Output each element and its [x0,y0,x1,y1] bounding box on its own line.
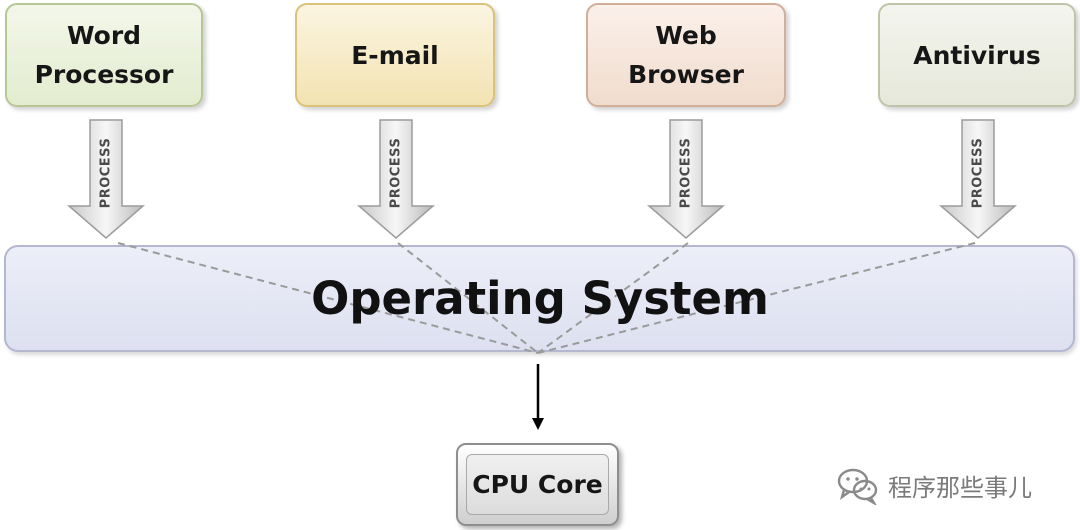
process-arrow-web: PROCESS [645,118,727,240]
dashed-line-word [117,242,539,354]
antivirus-label: Antivirus [913,40,1041,70]
web-browser-box: Web Browser [586,3,786,107]
wechat-icon [837,468,878,505]
watermark-text: 程序那些事儿 [888,473,1032,502]
operating-system-bar [4,245,1075,352]
os-label: Operating System [311,272,769,325]
antivirus-box: Antivirus [878,3,1076,107]
email-label: E-mail [351,40,439,70]
process-arrow-antivirus: PROCESS [937,118,1019,240]
dashed-line-antivirus [537,242,976,354]
process-arrow-email: PROCESS [355,118,437,240]
cpu-core-label: CPU Core [466,454,609,515]
email-box: E-mail [295,3,495,107]
cpu-arrow-head [532,418,544,430]
watermark: 程序那些事儿 [836,465,1032,505]
process-arrow-word: PROCESS [65,118,147,240]
dashed-line-email [397,242,539,354]
web-browser-label: Web Browser [628,21,744,89]
word-processor-box: Word Processor [5,3,203,107]
word-processor-label: Word Processor [34,21,174,89]
cpu-core-box: CPU Core [456,443,619,526]
